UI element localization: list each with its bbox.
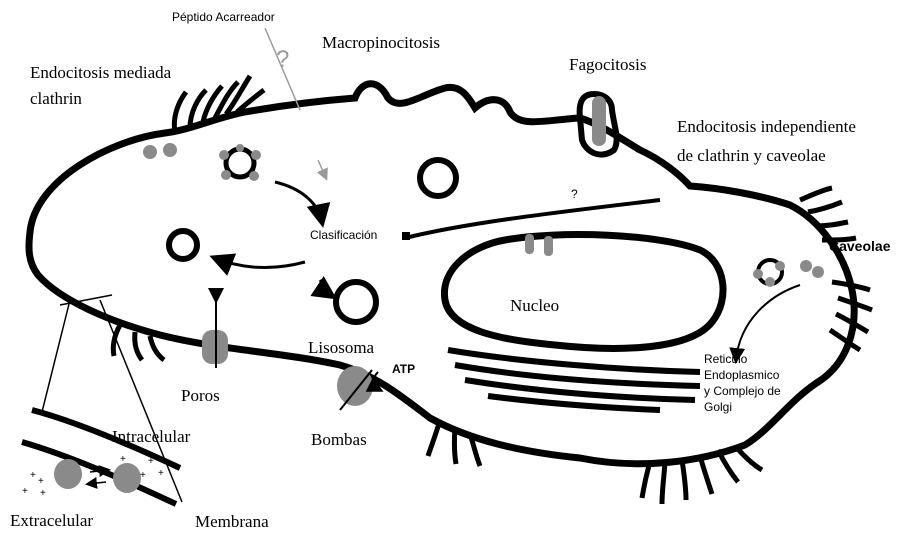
- macropinocytosis-label: Macropinocitosis: [322, 33, 440, 53]
- phagocytosis-protein: [592, 96, 606, 146]
- svg-text:+: +: [38, 476, 44, 487]
- atp-label: ATP: [392, 362, 415, 376]
- svg-text:+: +: [22, 486, 28, 497]
- macropinosome: [420, 160, 456, 196]
- intracellular-label: Intracelular: [112, 427, 190, 447]
- er-golgi-label-2: Endoplasmico: [704, 368, 779, 382]
- er-golgi: [448, 350, 700, 410]
- lysosome: [336, 282, 376, 322]
- nucleus-label: Nucleo: [510, 296, 559, 316]
- svg-text:+: +: [40, 488, 46, 499]
- caveolae-label: Caveolae: [829, 238, 890, 254]
- question-mark-top: ?: [276, 46, 289, 74]
- phagocytosis-label: Fagocitosis: [569, 55, 646, 75]
- svg-text:+: +: [120, 454, 126, 465]
- clathrin-endocytosis-label-1: Endocitosis mediada: [30, 63, 171, 83]
- extracellular-label: Extracelular: [10, 511, 93, 531]
- pump-protein: [337, 366, 373, 406]
- pores-label: Poros: [181, 386, 220, 406]
- peptide-carrier-label: Péptido Acarreador: [172, 10, 275, 24]
- lysosome-label: Lisosoma: [308, 338, 374, 358]
- clathrin-endocytosis-label-2: clathrin: [30, 89, 82, 109]
- coated-vesicle: [219, 144, 261, 181]
- question-mark-mid: ?: [571, 187, 578, 201]
- classification-label: Clasificación: [310, 228, 377, 242]
- svg-text:+: +: [140, 470, 146, 481]
- er-golgi-label-1: Reticulo: [704, 352, 747, 366]
- svg-text:+: +: [158, 468, 164, 479]
- membrane-inset: +++ +++ ++: [22, 410, 180, 504]
- svg-text:+: +: [148, 456, 154, 467]
- svg-text:+: +: [30, 470, 36, 481]
- er-golgi-label-4: Golgi: [704, 400, 732, 414]
- nucleus: [444, 235, 723, 349]
- membrane-label: Membrana: [195, 512, 269, 532]
- pumps-label: Bombas: [311, 430, 367, 450]
- vesicle-left: [169, 231, 197, 259]
- caveolae-vesicle: [753, 260, 785, 287]
- er-golgi-label-3: y Complejo de: [704, 384, 781, 398]
- independent-endocytosis-label-2: de clathrin y caveolae: [677, 146, 826, 166]
- independent-endocytosis-label-1: Endocitosis independiente: [677, 117, 856, 137]
- microvilli-top-left: [174, 76, 264, 132]
